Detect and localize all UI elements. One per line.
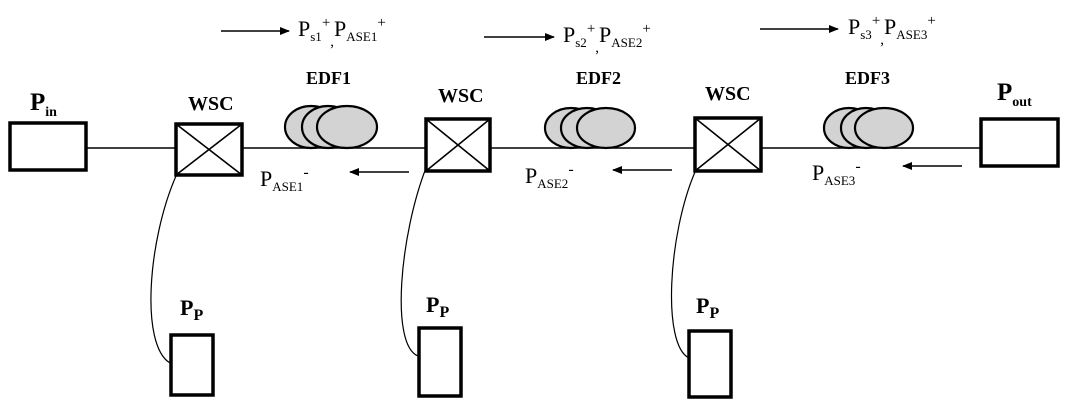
forward-signal-label-2: Ps2+,PASE2+ [563, 21, 651, 56]
wsc-label-3: WSC [705, 83, 751, 105]
pump-box-2 [417, 326, 463, 398]
forward-signal-label-3: Ps3+,PASE3+ [848, 13, 936, 48]
edf-coil-2 [543, 106, 637, 150]
pump-label-3: PP [696, 293, 719, 322]
output-box [979, 117, 1060, 168]
edf-label-3: EDF3 [845, 68, 890, 88]
backward-signal-label-2: PASE2- [525, 161, 574, 191]
input-label: Pin [30, 89, 57, 120]
output-label: Pout [997, 79, 1032, 110]
pump-fiber-3 [670, 171, 696, 359]
wsc-label-1: WSC [188, 93, 234, 115]
edf-coil-1 [283, 104, 379, 150]
pump-label-2: PP [426, 292, 449, 321]
wsc-coupler-2 [424, 117, 492, 173]
backward-signal-label-1: PASE1- [260, 164, 309, 194]
pump-box-3 [687, 329, 733, 399]
forward-signal-label-1: Ps1+,PASE1+ [298, 15, 386, 50]
input-box [8, 121, 88, 172]
edf-label-2: EDF2 [576, 68, 621, 88]
pump-fiber-2 [400, 167, 427, 357]
wsc-coupler-1 [174, 122, 244, 177]
backward-signal-label-3: PASE3- [812, 158, 861, 188]
pump-label-1: PP [180, 295, 203, 324]
edf-coil-3 [822, 106, 915, 150]
wsc-coupler-3 [693, 116, 763, 173]
pump-box-1 [169, 333, 215, 397]
wsc-label-2: WSC [438, 85, 484, 107]
pump-fiber-1 [150, 175, 177, 364]
edf-label-1: EDF1 [306, 68, 351, 88]
